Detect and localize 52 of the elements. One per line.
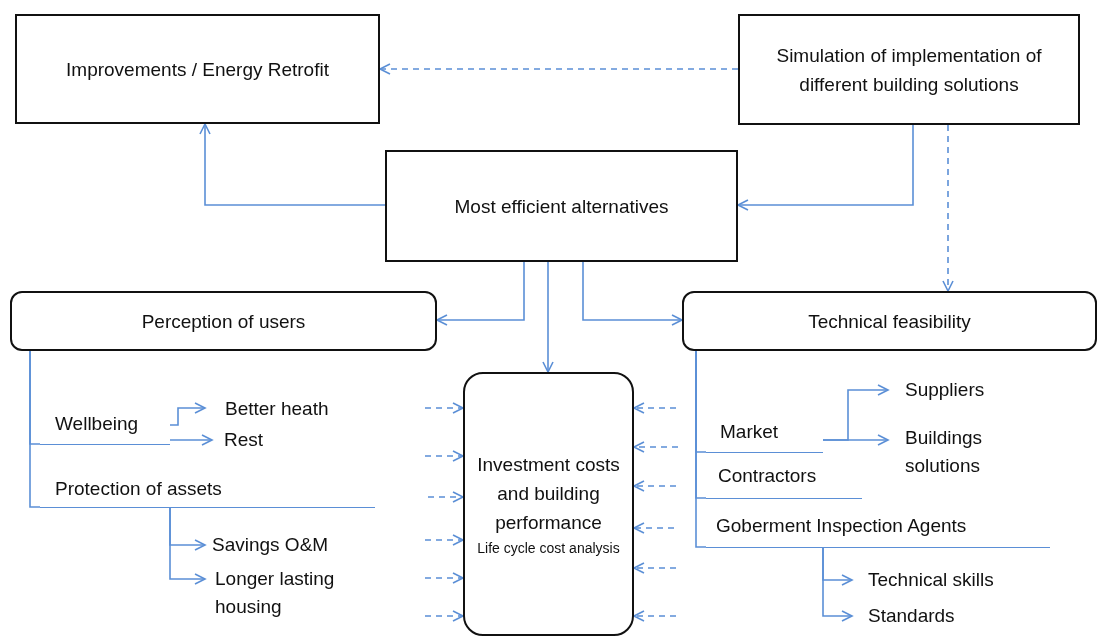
item-label: Longer lasting housing xyxy=(205,565,375,623)
item-label: Rest xyxy=(212,426,302,454)
dashed-arrow xyxy=(427,491,464,503)
dashed-arrow xyxy=(942,124,954,292)
item-label: Suppliers xyxy=(888,376,1018,404)
node-text: Most efficient alternatives xyxy=(454,194,669,219)
branch-label: Market xyxy=(706,418,823,453)
arrow xyxy=(436,261,525,326)
item-label: Standards xyxy=(852,602,1002,630)
dashed-arrow xyxy=(424,572,464,584)
branch-label: Contractors xyxy=(706,462,862,499)
process-box xyxy=(385,150,738,262)
arrow xyxy=(582,261,683,326)
dashed-arrow xyxy=(633,441,679,453)
dashed-arrow xyxy=(633,610,677,622)
node-text: Improvements / Energy Retrofit xyxy=(66,57,329,82)
node-text: Perception of users xyxy=(141,309,306,334)
dashed-arrow xyxy=(633,562,677,574)
item-label: Better heath xyxy=(205,395,365,423)
dashed-arrow xyxy=(424,610,464,622)
dashed-arrow xyxy=(379,63,739,75)
item-label: Buildings solutions xyxy=(888,424,1018,482)
arrow xyxy=(542,261,554,373)
arrow xyxy=(169,507,206,585)
dashed-arrow xyxy=(633,522,675,534)
process-box xyxy=(15,14,380,124)
node-text: Investment costs and building performance xyxy=(476,453,621,535)
arrow xyxy=(199,123,386,206)
rounded-box xyxy=(682,291,1097,351)
dashed-arrow xyxy=(633,402,677,414)
arrow xyxy=(822,547,853,622)
dashed-arrow xyxy=(424,402,464,414)
arrow xyxy=(737,124,914,211)
branch-label: Protection of assets xyxy=(40,475,375,508)
item-label: Savings O&M xyxy=(205,531,365,559)
arrow xyxy=(822,434,889,446)
item-label: Technical skills xyxy=(852,566,1032,594)
branch-label: Wellbeing xyxy=(40,410,170,445)
arrow xyxy=(169,402,206,426)
branch-label: Goberment Inspection Agents xyxy=(706,512,1050,548)
rounded-box xyxy=(463,372,634,636)
arrow xyxy=(169,434,213,446)
dashed-arrow xyxy=(633,480,677,492)
connector-line xyxy=(29,350,41,508)
connector-line xyxy=(695,350,707,548)
process-box xyxy=(738,14,1080,125)
dashed-arrow xyxy=(424,450,464,462)
rounded-box xyxy=(10,291,437,351)
node-text: Simulation of implementation of different building solutions xyxy=(775,43,1043,97)
node-subtext: Life cycle cost analysis xyxy=(477,539,620,558)
dashed-arrow xyxy=(424,534,464,546)
node-text: Technical feasibility xyxy=(808,309,971,334)
